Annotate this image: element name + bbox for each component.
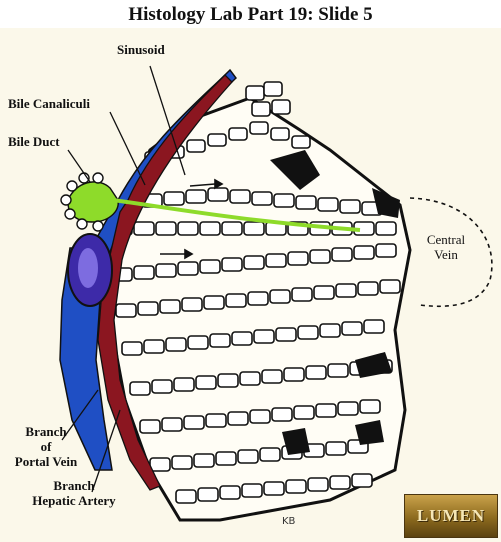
bile-duct (60, 172, 119, 232)
hepatic-artery (97, 74, 233, 491)
label-bile-canaliculi: Bile Canaliculi (8, 96, 90, 111)
label-branch-portal-line1: Branch (25, 424, 67, 439)
label-branch-hepatic-artery: Branch Hepatic Artery (14, 478, 134, 508)
lumen-logo: LUMEN (404, 494, 498, 538)
label-central-vein: Central Vein (416, 232, 476, 262)
label-branch-hepatic-line1: Branch (53, 478, 95, 493)
label-central-vein-line2: Vein (434, 247, 458, 262)
sinusoid-arrows (160, 178, 224, 260)
label-central-vein-line1: Central (426, 232, 466, 247)
leader-lines (61, 65, 186, 493)
shaded-regions (270, 150, 400, 455)
central-vein-outline (409, 197, 493, 308)
hepatocyte-plates (111, 81, 401, 504)
label-bile-duct: Bile Duct (8, 134, 60, 149)
label-branch-portal-line2: of (40, 439, 52, 454)
artist-signature: KB (282, 516, 296, 527)
label-branch-portal-line3: Portal Vein (14, 454, 78, 469)
label-branch-portal-vein: Branch of Portal Vein (6, 424, 86, 469)
label-branch-hepatic-line2: Hepatic Artery (32, 493, 116, 508)
page-title: Histology Lab Part 19: Slide 5 (128, 4, 373, 25)
bile-canaliculus (111, 198, 361, 232)
label-sinusoid: Sinusoid (117, 42, 165, 57)
